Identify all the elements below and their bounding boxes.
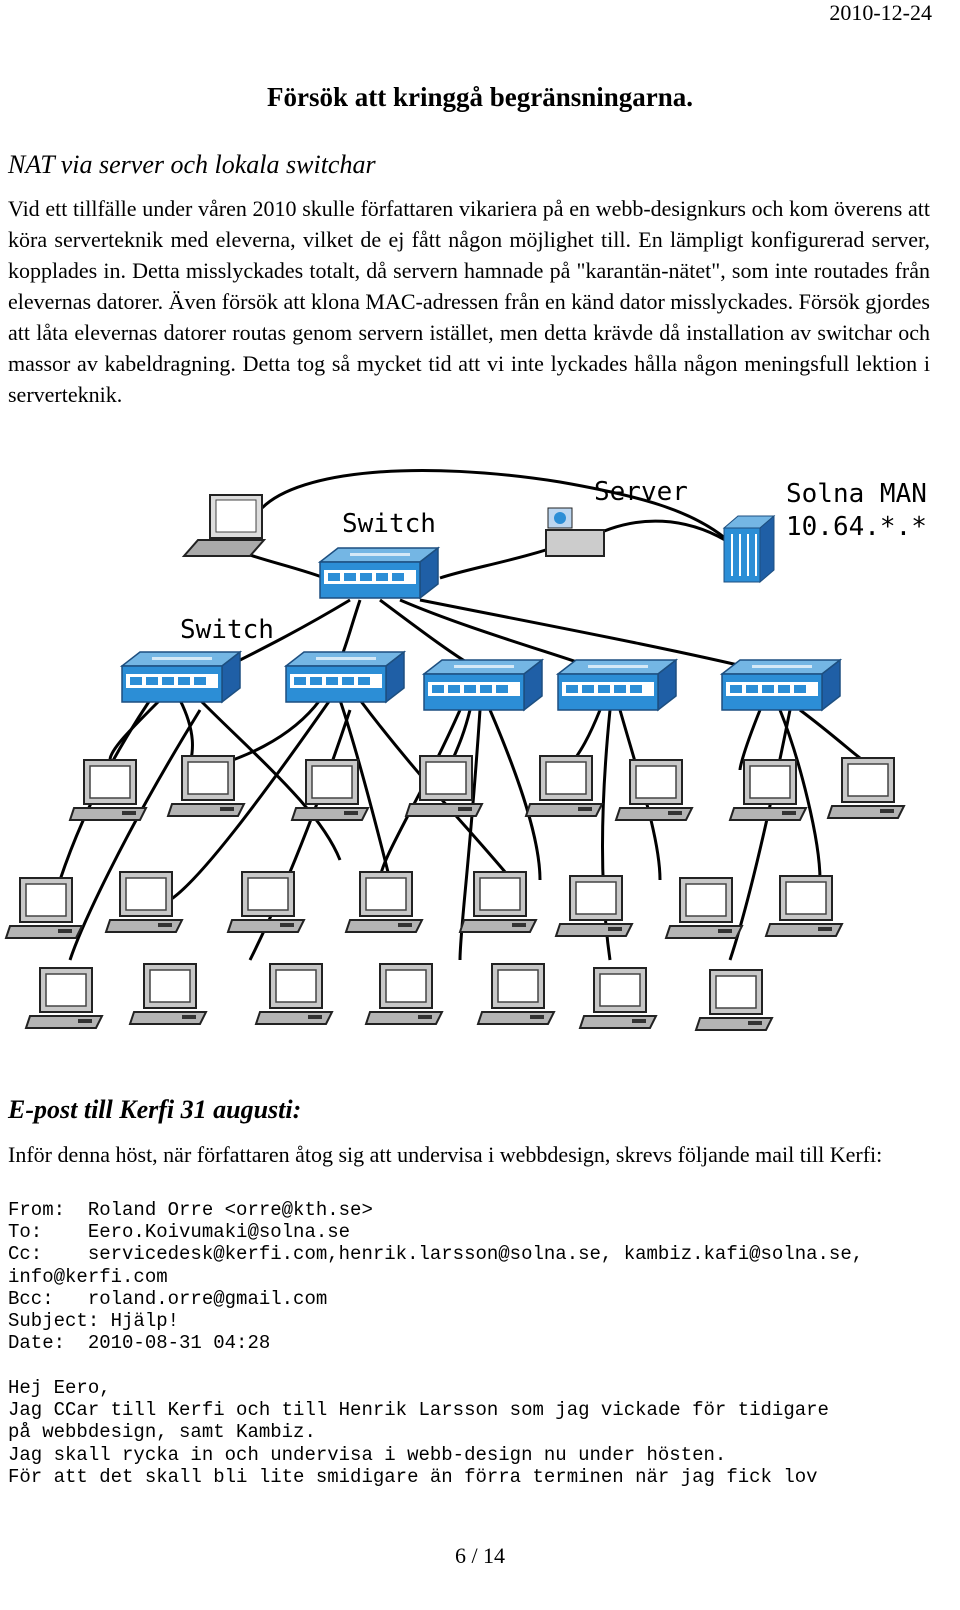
computer-icon <box>167 755 245 817</box>
switch-icon <box>121 651 241 703</box>
server-icon <box>545 507 605 557</box>
section-paragraph-nat: Vid ett tillfälle under våren 2010 skull… <box>8 196 930 407</box>
label-man-line1: Solna MAN <box>786 479 927 509</box>
switch-icon <box>423 659 543 711</box>
computer-icon <box>291 759 369 821</box>
page-title: Försök att kringgå begränsningarna. <box>266 82 694 112</box>
computer-icon <box>555 875 633 937</box>
computer-icon <box>579 967 657 1029</box>
computer-icon <box>525 755 603 817</box>
computer-icon <box>105 871 183 933</box>
email-body: Hej Eero, Jag CCar till Kerfi och till H… <box>8 1377 829 1488</box>
man-gateway-icon <box>722 514 776 584</box>
section-heading-nat: NAT via server och lokala switchar <box>8 150 376 179</box>
switch-icon <box>557 659 677 711</box>
laptop-icon <box>181 494 267 557</box>
label-man-line2: 10.64.*.* <box>786 512 927 542</box>
label-server: Server <box>594 477 688 507</box>
computer-icon <box>665 877 743 939</box>
switch-icon <box>285 651 405 703</box>
label-switch-left: Switch <box>180 615 274 645</box>
computer-icon <box>345 871 423 933</box>
switch-icon <box>721 659 841 711</box>
label-switch-top: Switch <box>342 509 436 539</box>
computer-icon <box>459 871 537 933</box>
computer-icon <box>827 757 905 819</box>
page-number: 6 / 14 <box>454 1543 506 1568</box>
computer-icon <box>695 969 773 1031</box>
email-headers: From: Roland Orre <orre@kth.se> To: Eero… <box>8 1199 864 1355</box>
computer-icon <box>227 871 305 933</box>
computer-icon <box>365 963 443 1025</box>
network-diagram: Server Solna MAN 10.64.*.* Switch Switch <box>5 469 927 1031</box>
computer-icon <box>129 963 207 1025</box>
document-date: 2010-12-24 <box>829 0 932 25</box>
computer-icon <box>477 963 555 1025</box>
computer-icon <box>25 967 103 1029</box>
computer-icon <box>615 759 693 821</box>
switch-icon <box>319 547 439 599</box>
section-paragraph-email: Inför denna höst, när författaren åtog s… <box>8 1142 883 1167</box>
computer-icon <box>765 875 843 937</box>
section-heading-email: E-post till Kerfi 31 augusti: <box>8 1095 302 1124</box>
computer-icon <box>5 877 83 939</box>
computer-icon <box>255 963 333 1025</box>
computer-icon <box>69 759 147 821</box>
computer-icon <box>405 755 483 817</box>
